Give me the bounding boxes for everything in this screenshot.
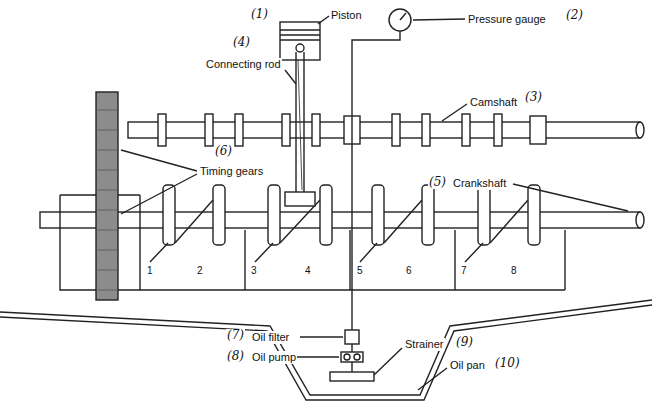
callout-number: (10) [494,357,521,370]
section-number: 3 [250,264,258,277]
callout-number: (1) [250,8,269,21]
callout-number: (5) [428,176,447,189]
callout-number: (3) [524,91,543,104]
callout-number: (2) [565,9,584,22]
part-label: Timing gears [199,165,264,178]
section-number: 8 [510,264,518,277]
part-label: Crankshaft [452,177,507,190]
callout-number: (8) [226,350,245,363]
callout-number: (9) [455,336,474,349]
section-number: 6 [405,264,413,277]
callout-number: (7) [226,329,245,342]
part-label: Strainer [404,338,445,351]
part-label: Camshaft [469,96,518,109]
section-number: 1 [146,264,154,277]
part-label: Oil filter [251,331,290,344]
section-number: 7 [460,264,468,277]
callout-number: (6) [214,145,233,158]
part-label: Piston [330,9,363,22]
part-label: Connecting rod [205,58,282,71]
section-number: 5 [356,264,364,277]
part-label: Pressure gauge [467,13,547,26]
part-label: Oil pump [251,351,297,364]
callout-number: (4) [232,36,251,49]
section-number: 2 [196,264,204,277]
section-number: 4 [304,264,312,277]
part-label: Oil pan [449,359,486,372]
